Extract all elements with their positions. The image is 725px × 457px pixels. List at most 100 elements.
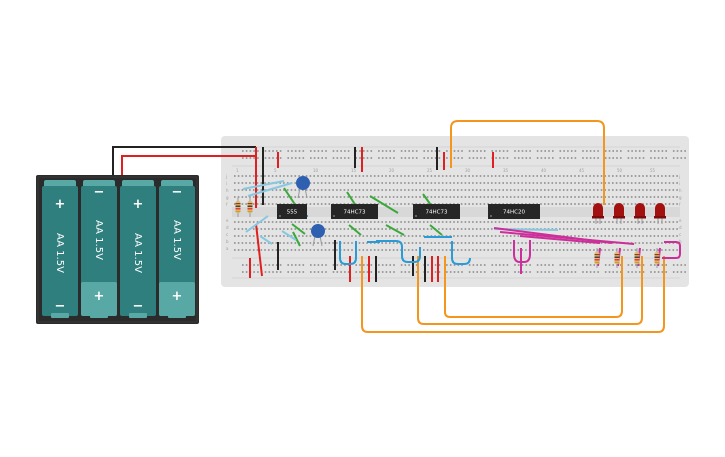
breadboard-hole[interactable]: [317, 264, 320, 266]
breadboard-hole[interactable]: [661, 242, 663, 244]
breadboard-hole[interactable]: [445, 182, 448, 184]
breadboard-hole[interactable]: [570, 221, 572, 223]
breadboard-hole[interactable]: [491, 235, 493, 237]
breadboard-hole[interactable]: [532, 249, 535, 251]
breadboard-hole[interactable]: [381, 264, 384, 266]
breadboard-hole[interactable]: [426, 182, 429, 184]
breadboard-hole[interactable]: [668, 228, 671, 230]
breadboard-hole[interactable]: [362, 221, 365, 223]
breadboard-hole[interactable]: [245, 271, 248, 273]
breadboard-hole[interactable]: [241, 189, 244, 191]
breadboard-hole[interactable]: [392, 249, 395, 251]
breadboard-hole[interactable]: [389, 235, 391, 237]
ceramic-capacitor[interactable]: [311, 224, 325, 247]
breadboard-hole[interactable]: [302, 150, 305, 152]
breadboard-hole[interactable]: [491, 189, 493, 191]
breadboard-hole[interactable]: [256, 175, 259, 177]
breadboard-hole[interactable]: [472, 157, 475, 159]
breadboard-hole[interactable]: [540, 221, 542, 223]
breadboard-hole[interactable]: [540, 203, 542, 205]
breadboard-hole[interactable]: [434, 150, 437, 152]
breadboard-hole[interactable]: [344, 150, 346, 152]
breadboard-hole[interactable]: [294, 264, 297, 266]
breadboard-hole[interactable]: [570, 150, 573, 152]
breadboard-hole[interactable]: [509, 189, 512, 191]
breadboard-hole[interactable]: [600, 189, 603, 191]
breadboard-hole[interactable]: [619, 189, 622, 191]
breadboard-hole[interactable]: [343, 249, 346, 251]
breadboard-hole[interactable]: [441, 175, 444, 177]
breadboard-hole[interactable]: [460, 182, 463, 184]
breadboard-hole[interactable]: [324, 228, 327, 230]
breadboard-hole[interactable]: [344, 271, 346, 273]
breadboard-hole[interactable]: [604, 235, 606, 237]
breadboard-hole[interactable]: [351, 249, 353, 251]
breadboard-hole[interactable]: [317, 157, 320, 159]
breadboard-hole[interactable]: [676, 228, 678, 230]
breadboard-hole[interactable]: [502, 182, 504, 184]
breadboard-hole[interactable]: [578, 189, 580, 191]
breadboard-hole[interactable]: [638, 221, 641, 223]
breadboard-hole[interactable]: [453, 228, 455, 230]
breadboard-hole[interactable]: [547, 175, 550, 177]
breadboard-hole[interactable]: [600, 175, 603, 177]
breadboard-hole[interactable]: [393, 157, 395, 159]
breadboard-hole[interactable]: [370, 182, 372, 184]
breadboard-hole[interactable]: [336, 175, 338, 177]
breadboard-hole[interactable]: [336, 242, 338, 244]
breadboard-hole[interactable]: [672, 264, 675, 266]
breadboard-hole[interactable]: [275, 203, 278, 205]
breadboard-hole[interactable]: [298, 157, 301, 159]
breadboard-hole[interactable]: [237, 228, 240, 230]
capacitors[interactable]: [296, 176, 325, 247]
breadboard-hole[interactable]: [237, 221, 240, 223]
breadboard-hole[interactable]: [426, 175, 429, 177]
breadboard-hole[interactable]: [460, 203, 463, 205]
breadboard-hole[interactable]: [381, 189, 383, 191]
breadboard-hole[interactable]: [389, 228, 391, 230]
breadboard-hole[interactable]: [555, 203, 557, 205]
breadboard-hole[interactable]: [608, 157, 611, 159]
breadboard-hole[interactable]: [404, 157, 407, 159]
breadboard-hole[interactable]: [476, 271, 478, 273]
breadboard-hole[interactable]: [343, 175, 346, 177]
breadboard-hole[interactable]: [528, 196, 531, 198]
breadboard-hole[interactable]: [366, 175, 368, 177]
breadboard-hole[interactable]: [336, 249, 338, 251]
breadboard-hole[interactable]: [453, 157, 456, 159]
breadboard-hole[interactable]: [559, 189, 561, 191]
breadboard-hole[interactable]: [453, 150, 456, 152]
breadboard-hole[interactable]: [445, 175, 448, 177]
breadboard-hole[interactable]: [555, 242, 557, 244]
breadboard-hole[interactable]: [646, 182, 648, 184]
breadboard-hole[interactable]: [525, 249, 527, 251]
breadboard-hole[interactable]: [472, 175, 474, 177]
breadboard-hole[interactable]: [234, 182, 236, 184]
breadboard-hole[interactable]: [298, 150, 301, 152]
breadboard-hole[interactable]: [249, 157, 252, 159]
breadboard-hole[interactable]: [385, 175, 387, 177]
breadboard-hole[interactable]: [291, 271, 293, 273]
breadboard-hole[interactable]: [276, 157, 278, 159]
breadboard-hole[interactable]: [366, 228, 368, 230]
breadboard-hole[interactable]: [623, 189, 625, 191]
breadboard-hole[interactable]: [528, 189, 531, 191]
breadboard-hole[interactable]: [665, 271, 667, 273]
breadboard-hole[interactable]: [620, 271, 622, 273]
breadboard-hole[interactable]: [619, 196, 622, 198]
breadboard-hole[interactable]: [525, 221, 527, 223]
green-wire[interactable]: [385, 224, 405, 236]
breadboard-hole[interactable]: [532, 182, 535, 184]
breadboard-hole[interactable]: [283, 228, 285, 230]
breadboard-hole[interactable]: [646, 175, 648, 177]
breadboard-hole[interactable]: [540, 242, 542, 244]
breadboard-holes[interactable]: [234, 150, 686, 273]
breadboard-hole[interactable]: [642, 228, 644, 230]
breadboard-hole[interactable]: [305, 228, 308, 230]
breadboard-hole[interactable]: [260, 242, 263, 244]
breadboard-hole[interactable]: [634, 235, 637, 237]
breadboard-hole[interactable]: [509, 221, 512, 223]
breadboard-hole[interactable]: [555, 175, 557, 177]
breadboard-hole[interactable]: [359, 157, 361, 159]
breadboard-hole[interactable]: [339, 228, 342, 230]
